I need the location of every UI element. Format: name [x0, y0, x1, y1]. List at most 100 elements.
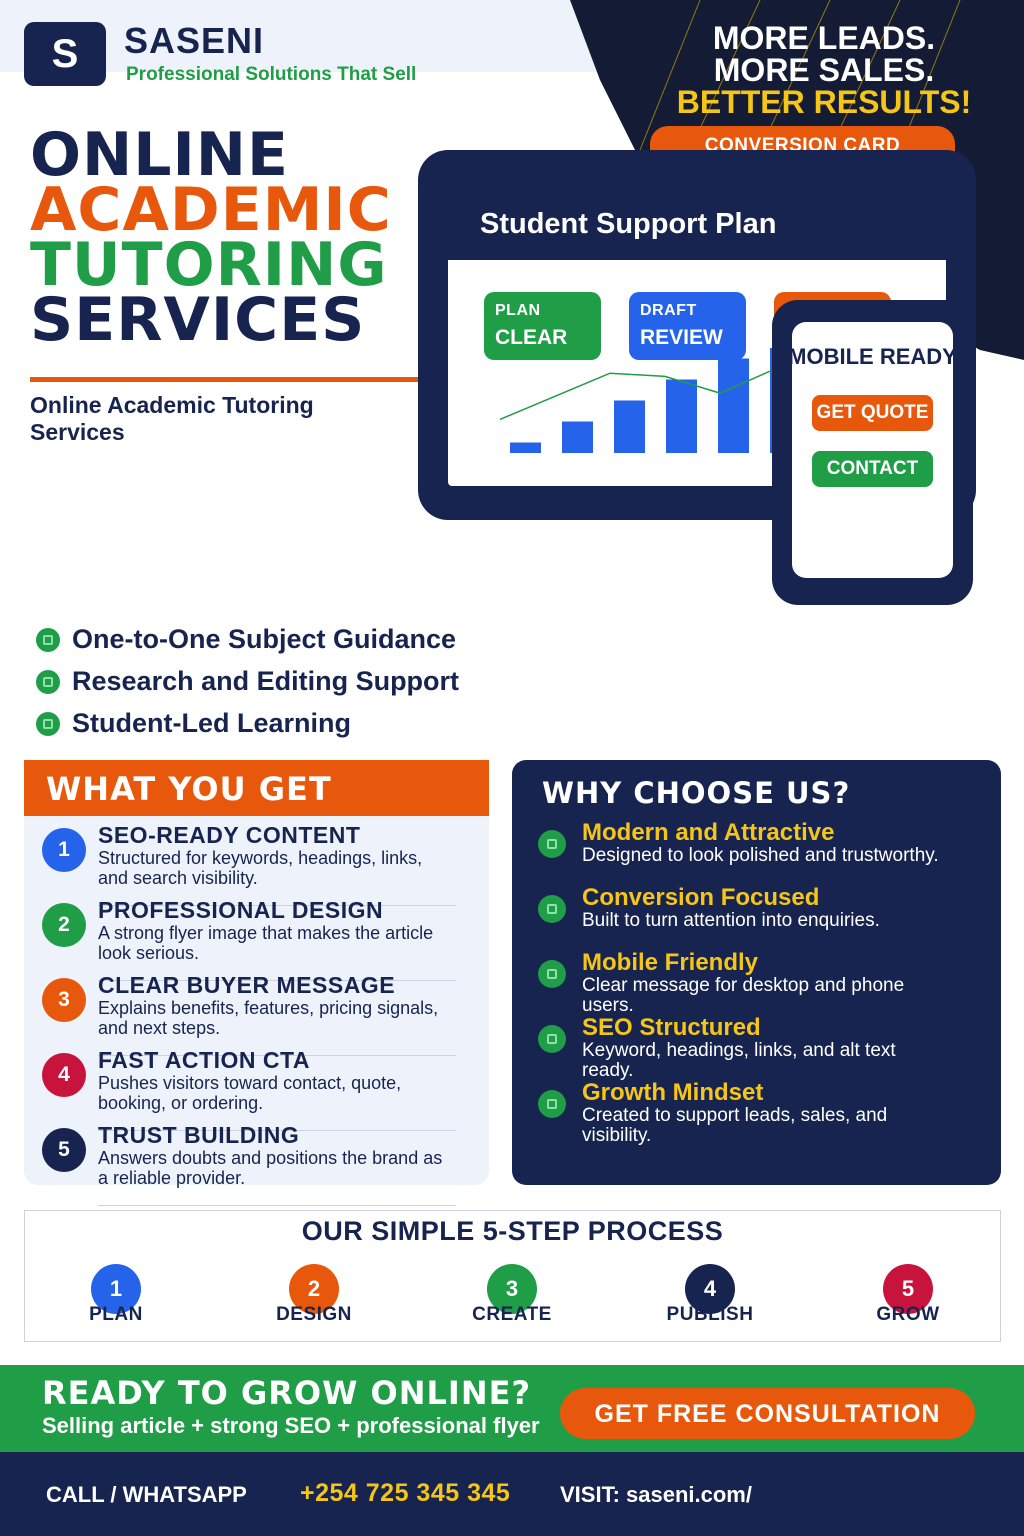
- divider: [98, 1055, 456, 1056]
- feature-item: Research and Editing Support: [36, 666, 459, 697]
- number-badge: 1: [42, 828, 86, 872]
- reason-heading: SEO Structured: [582, 1014, 761, 1041]
- reason-description: Built to turn attention into enquiries.: [582, 910, 880, 931]
- benefit-description: Answers doubts and positions the brand a…: [98, 1148, 443, 1188]
- benefit-description: A strong flyer image that makes the arti…: [98, 923, 434, 963]
- benefit-item: 4 FAST ACTION CTA Pushes visitors toward…: [42, 1047, 462, 1113]
- benefit-description: Pushes visitors toward contact, quote, b…: [98, 1073, 402, 1113]
- hero-title-line-1: ONLINE: [30, 120, 289, 190]
- process-title: OUR SIMPLE 5-STEP PROCESS: [301, 1216, 724, 1246]
- check-icon: [36, 627, 60, 652]
- chart-bar: [666, 379, 697, 453]
- step-label: PLAN: [89, 1304, 143, 1325]
- slogan: MORE LEADS. MORE SALES. BETTER RESULTS!: [644, 22, 1004, 118]
- hero-title: ONLINE ACADEMIC TUTORING SERVICES: [30, 120, 392, 355]
- divider: [98, 905, 456, 906]
- number-badge: 3: [42, 978, 86, 1022]
- step-label: DESIGN: [276, 1304, 352, 1325]
- step-label: GROW: [876, 1304, 940, 1325]
- chart-bar: [562, 421, 593, 453]
- why-choose-panel: [512, 760, 1001, 1185]
- slogan-line-2: MORE SALES.: [713, 52, 935, 88]
- slogan-line-1: MORE LEADS.: [712, 20, 936, 56]
- check-icon: [538, 895, 566, 923]
- phone-number-link[interactable]: +254 725 345 345: [300, 1479, 511, 1507]
- reason-item: SEO Structured Keyword, headings, links,…: [538, 1015, 978, 1081]
- website-link[interactable]: VISIT: saseni.com/: [560, 1482, 752, 1507]
- process-step: 1 PLAN: [46, 1264, 186, 1326]
- hero-subtitle: Online Academic Tutoring Services: [30, 392, 314, 445]
- logo-badge[interactable]: S: [24, 22, 106, 86]
- phone-title: MOBILE READY: [788, 344, 957, 369]
- divider: [98, 980, 456, 981]
- step-number-badge: 5: [883, 1264, 933, 1314]
- benefit-heading: FAST ACTION CTA: [98, 1047, 310, 1073]
- pill-top-label: DRAFT: [640, 302, 697, 319]
- feature-item: Student-Led Learning: [36, 708, 351, 739]
- why-choose-title: WHY CHOOSE US?: [542, 776, 851, 810]
- phone-screen: [792, 322, 953, 578]
- what-you-get-title: WHAT YOU GET: [24, 760, 489, 816]
- benefit-description: Structured for keywords, headings, links…: [98, 848, 423, 888]
- title-divider: [30, 377, 418, 382]
- reason-description: Keyword, headings, links, and alt text r…: [582, 1040, 896, 1081]
- check-icon: [538, 830, 566, 858]
- benefit-heading: SEO-READY CONTENT: [98, 822, 361, 848]
- slogan-line-3: BETTER RESULTS!: [676, 84, 972, 120]
- benefit-item: 2 PROFESSIONAL DESIGN A strong flyer ima…: [42, 897, 462, 963]
- brand-name: SASENI: [124, 20, 265, 61]
- step-label: PUBLISH: [666, 1304, 754, 1325]
- chart-bar: [510, 442, 541, 453]
- cta-subtext: Selling article + strong SEO + professio…: [42, 1413, 540, 1438]
- number-badge: 4: [42, 1053, 86, 1097]
- step-label: CREATE: [472, 1304, 552, 1325]
- get-quote-button[interactable]: GET QUOTE: [812, 395, 933, 431]
- step-number-badge: 2: [289, 1264, 339, 1314]
- reason-heading: Conversion Focused: [582, 884, 820, 911]
- draft-review-pill: DRAFT REVIEW: [629, 292, 746, 360]
- benefit-item: 1 SEO-READY CONTENT Structured for keywo…: [42, 822, 462, 888]
- feature-label: Student-Led Learning: [72, 708, 351, 738]
- number-badge: 5: [42, 1128, 86, 1172]
- hero-title-line-3: TUTORING: [30, 230, 388, 300]
- pill-top-label: PLAN: [495, 302, 541, 319]
- divider: [98, 1130, 456, 1131]
- feature-label: Research and Editing Support: [72, 666, 460, 696]
- hero-title-line-2: ACADEMIC: [30, 175, 392, 245]
- contact-button[interactable]: CONTACT: [812, 451, 933, 487]
- process-step: 4 PUBLISH: [640, 1264, 780, 1326]
- number-badge: 2: [42, 903, 86, 947]
- pill-bottom-label: CLEAR: [495, 326, 568, 349]
- reason-heading: Mobile Friendly: [582, 949, 759, 976]
- reason-heading: Growth Mindset: [582, 1079, 764, 1106]
- cta-heading: READY TO GROW ONLINE?: [42, 1374, 532, 1412]
- step-number-badge: 4: [685, 1264, 735, 1314]
- reason-description: Clear message for desktop and phone user…: [582, 975, 905, 1016]
- reason-item: Mobile Friendly Clear message for deskto…: [538, 950, 978, 1016]
- reason-description: Created to support leads, sales, and vis…: [582, 1105, 888, 1146]
- reason-description: Designed to look polished and trustworth…: [582, 845, 939, 866]
- reason-item: Growth Mindset Created to support leads,…: [538, 1080, 978, 1146]
- benefit-heading: PROFESSIONAL DESIGN: [98, 897, 384, 923]
- hero-title-line-4: SERVICES: [30, 285, 366, 355]
- benefit-heading: TRUST BUILDING: [98, 1122, 300, 1148]
- benefit-item: 5 TRUST BUILDING Answers doubts and posi…: [42, 1122, 462, 1188]
- dashboard-title: Student Support Plan: [448, 184, 946, 260]
- step-number-badge: 3: [487, 1264, 537, 1314]
- feature-item: One-to-One Subject Guidance: [36, 624, 456, 655]
- step-number-badge: 1: [91, 1264, 141, 1314]
- footer: [0, 1452, 1024, 1536]
- check-icon: [538, 1025, 566, 1053]
- check-icon: [538, 1090, 566, 1118]
- plan-clear-pill: PLAN CLEAR: [484, 292, 601, 360]
- call-label: CALL / WHATSAPP: [46, 1482, 247, 1507]
- feature-label: One-to-One Subject Guidance: [72, 624, 457, 654]
- free-consultation-button[interactable]: GET FREE CONSULTATION: [560, 1388, 975, 1439]
- process-step: 3 CREATE: [442, 1264, 582, 1326]
- what-you-get-panel: [24, 760, 489, 1185]
- process-step: 5 GROW: [838, 1264, 978, 1326]
- brand-tagline: Professional Solutions That Sell: [126, 64, 417, 85]
- process-step: 2 DESIGN: [244, 1264, 384, 1326]
- divider: [98, 1205, 456, 1206]
- pill-bottom-label: REVIEW: [640, 326, 723, 349]
